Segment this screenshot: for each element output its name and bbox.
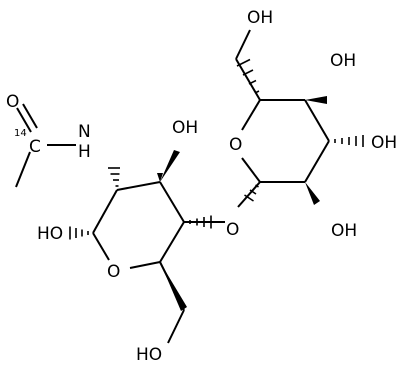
carbonyl-double-bond-inner [22, 103, 38, 129]
ring-left-c2-c3 [116, 181, 161, 191]
hashed-bonds [69, 58, 364, 240]
wedge-c3-oh-left-main [160, 150, 180, 182]
right-ring-oxygen-label: O [229, 135, 242, 155]
wedge-c2-oh-right [305, 182, 320, 205]
ring-right-c6-o [235, 29, 251, 60]
ring-left-c5-o [129, 261, 161, 269]
bonds [15, 29, 330, 344]
anomeric-hydroxyl-label: HO [37, 224, 63, 244]
ring-right-o-c5 [241, 99, 261, 131]
hash-c1-right-o [244, 184, 259, 202]
atom-labels: O 14 C N H OH HO O O HO O OH OH OH OH [6, 8, 397, 365]
methyl-bond [15, 151, 31, 188]
right-c3-hydroxyl-label: OH [371, 133, 397, 153]
hash-c3-oh-right [334, 135, 364, 147]
isotope-carbon-label: C [29, 137, 41, 157]
ring-right-c3-c2 [304, 140, 330, 183]
ring-right-c4-c3 [304, 99, 330, 142]
ring-left-c1-c2 [92, 189, 118, 234]
hash-c4-o [189, 215, 212, 229]
ring-right-c1-o [241, 157, 261, 183]
wedge-bonds [157, 96, 327, 311]
carbonyl-oxygen-label: O [6, 92, 19, 112]
ring-left-o-c1 [92, 232, 110, 261]
amide-nitrogen-label: N [78, 122, 91, 142]
hash-c5-c6-right [236, 58, 260, 94]
wedge-c4-oh-right [305, 96, 327, 104]
left-ring-oxygen-label: O [107, 262, 120, 282]
c3-hydroxyl-label: OH [172, 118, 198, 138]
amide-hydrogen-label: H [78, 142, 91, 162]
wedge-c3-oh-left [157, 173, 163, 182]
left-c6-hydroxyl-label: HO [136, 345, 162, 365]
right-c4-hydroxyl-label: OH [330, 51, 356, 71]
glycosidic-oxygen-label: O [226, 220, 239, 240]
ring-left-c3-c4 [159, 181, 185, 223]
ring-left-c4-c5 [159, 221, 185, 263]
hash-c2-n [108, 167, 120, 187]
isotope-mass-label: 14 [14, 128, 27, 139]
wedge-c5-c6-left [160, 262, 187, 311]
right-c2-hydroxyl-label: OH [331, 221, 357, 241]
ring-left-c6-o [167, 309, 185, 344]
carbonyl-double-bond-outer [16, 107, 32, 133]
right-c6-hydroxyl-label: OH [247, 8, 273, 28]
hash-c1-oh [69, 226, 89, 240]
